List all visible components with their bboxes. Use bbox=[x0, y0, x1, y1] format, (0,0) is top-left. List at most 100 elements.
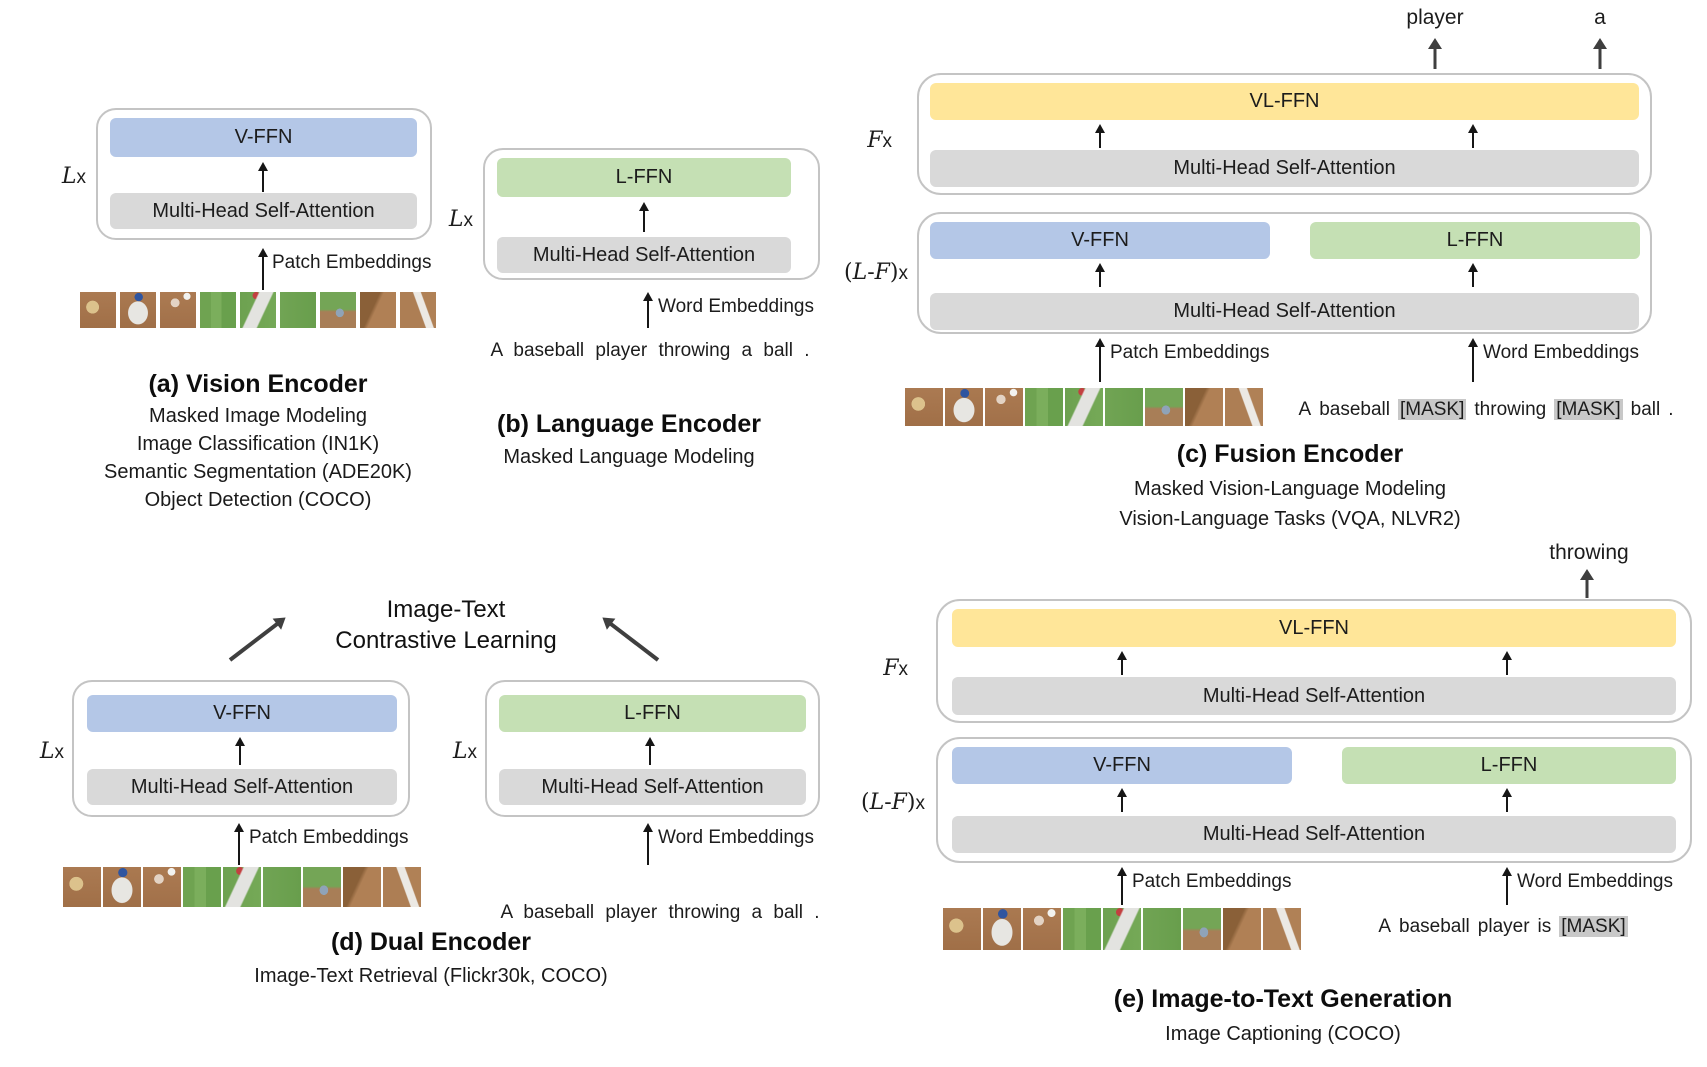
word-token: is bbox=[1537, 916, 1552, 937]
list-line: Image-Text Retrieval (Flickr30k, COCO) bbox=[254, 965, 608, 987]
image-patch bbox=[303, 867, 341, 907]
word-embeddings-label: Word Embeddings bbox=[658, 827, 814, 849]
layer-multiplier-lx: Lx bbox=[8, 738, 64, 764]
panel-c-caption: (c) Fusion Encoder bbox=[1090, 440, 1490, 469]
panel-d-caption-text: (d) Dual Encoder bbox=[330, 928, 531, 956]
mhsa-box: Multi-Head Self-Attention bbox=[952, 677, 1676, 715]
mhsa-label: Multi-Head Self-Attention bbox=[152, 199, 375, 222]
image-patch bbox=[80, 292, 116, 328]
l-ffn-label: L-FFN bbox=[615, 166, 673, 188]
image-patch bbox=[320, 292, 356, 328]
word-token: throwing bbox=[1474, 399, 1547, 420]
vl-ffn-box: VL-FFN bbox=[930, 83, 1639, 120]
word-embeddings-text: Word Embeddings bbox=[1483, 342, 1639, 363]
word-token: baseball bbox=[1399, 916, 1470, 937]
text-input-sentence: A baseball player throwing a ball . bbox=[500, 902, 820, 923]
panel-d-task-list: Image-Text Retrieval (Flickr30k, COCO) bbox=[181, 962, 681, 990]
multiplier-x: x bbox=[76, 167, 87, 188]
word-token: baseball bbox=[1319, 399, 1390, 420]
panel-a-caption: (a) Vision Encoder bbox=[58, 370, 458, 399]
image-patch bbox=[1103, 908, 1141, 950]
panel-d-caption: (d) Dual Encoder bbox=[231, 928, 631, 957]
image-patch bbox=[263, 867, 301, 907]
panel-e-caption-text: (e) Image-to-Text Generation bbox=[1113, 985, 1453, 1013]
image-patch bbox=[143, 867, 181, 907]
panel-b-caption: (b) Language Encoder bbox=[429, 410, 829, 439]
multiplier-paren: ) bbox=[906, 790, 916, 815]
multiplier-letter: F bbox=[883, 656, 899, 681]
image-patch bbox=[1105, 388, 1143, 426]
output-word-text: throwing bbox=[1549, 541, 1629, 564]
image-patch bbox=[1145, 388, 1183, 426]
panel-a-caption-text: (a) Vision Encoder bbox=[148, 370, 368, 398]
patch-embeddings-label: Patch Embeddings bbox=[272, 252, 432, 274]
layer-multiplier-l-minus-f-x: (L-F)x bbox=[825, 789, 925, 815]
panel-b-caption-text: (b) Language Encoder bbox=[497, 410, 761, 438]
v-ffn-label: V-FFN bbox=[213, 702, 271, 724]
word-embeddings-arrow-icon bbox=[1501, 867, 1513, 905]
word-embeddings-text: Word Embeddings bbox=[658, 827, 814, 848]
list-line: Contrastive Learning bbox=[335, 627, 557, 654]
word-embeddings-arrow-icon bbox=[1467, 338, 1479, 382]
word-embeddings-arrow-icon bbox=[642, 292, 654, 328]
multiplier-letter: L bbox=[852, 260, 868, 285]
list-line: Image-Text bbox=[386, 596, 506, 623]
image-patch bbox=[103, 867, 141, 907]
mhsa-box: Multi-Head Self-Attention bbox=[930, 150, 1639, 187]
layer-multiplier-fx: Fx bbox=[832, 127, 892, 153]
image-patch bbox=[1185, 388, 1223, 426]
multiplier-dash: - bbox=[867, 260, 875, 285]
output-word-player: player bbox=[1355, 6, 1515, 30]
image-patch bbox=[280, 292, 316, 328]
text-input: A baseball player throwing a ball . bbox=[470, 902, 850, 924]
mhsa-box: Multi-Head Self-Attention bbox=[499, 769, 806, 805]
mhsa-box: Multi-Head Self-Attention bbox=[930, 293, 1639, 330]
word-embeddings-text: Word Embeddings bbox=[1517, 871, 1673, 892]
image-patch bbox=[985, 388, 1023, 426]
l-ffn-label: L-FFN bbox=[1446, 229, 1504, 251]
output-word-text: a bbox=[1594, 6, 1606, 29]
image-patch bbox=[1143, 908, 1181, 950]
multiplier-letter: L bbox=[869, 790, 885, 815]
v-ffn-box: V-FFN bbox=[952, 747, 1292, 784]
output-arrow-throwing-icon bbox=[1579, 569, 1595, 598]
arrow-mhsa-to-vlffn-right-icon bbox=[1501, 651, 1513, 675]
image-patch bbox=[905, 388, 943, 426]
v-ffn-box: V-FFN bbox=[110, 118, 417, 157]
list-line: Image Classification (IN1K) bbox=[136, 433, 380, 455]
v-ffn-label: V-FFN bbox=[1071, 229, 1129, 251]
image-patch bbox=[983, 908, 1021, 950]
list-line: Masked Language Modeling bbox=[503, 446, 755, 468]
word-embeddings-label: Word Embeddings bbox=[658, 296, 814, 318]
output-word-a: a bbox=[1560, 6, 1640, 30]
layer-multiplier-lx: Lx bbox=[421, 738, 477, 764]
mhsa-label: Multi-Head Self-Attention bbox=[1173, 157, 1396, 179]
image-patch bbox=[240, 292, 276, 328]
multiplier-letter: L bbox=[39, 739, 55, 764]
multiplier-x: x bbox=[54, 742, 65, 763]
image-patch bbox=[360, 292, 396, 328]
arrow-mhsa-to-lffn-icon bbox=[644, 737, 656, 765]
mhsa-label: Multi-Head Self-Attention bbox=[541, 775, 764, 798]
patch-embeddings-label: Patch Embeddings bbox=[1110, 342, 1270, 364]
image-patch bbox=[943, 908, 981, 950]
mhsa-label: Multi-Head Self-Attention bbox=[1173, 300, 1396, 322]
v-ffn-box: V-FFN bbox=[930, 222, 1270, 259]
list-line: Image Captioning (COCO) bbox=[1165, 1023, 1401, 1045]
mhsa-label: Multi-Head Self-Attention bbox=[1202, 823, 1426, 845]
word-token: player bbox=[1477, 916, 1530, 937]
image-patch bbox=[383, 867, 421, 907]
image-patch bbox=[1263, 908, 1301, 950]
arrow-mhsa-to-vlffn-left-icon bbox=[1094, 124, 1106, 148]
image-patch bbox=[1225, 388, 1263, 426]
l-ffn-label: L-FFN bbox=[1480, 754, 1538, 776]
image-patch bbox=[1223, 908, 1261, 950]
l-ffn-box: L-FFN bbox=[1310, 222, 1640, 259]
multiplier-x: x bbox=[463, 210, 474, 231]
image-patch-strip bbox=[80, 292, 436, 328]
image-patch-strip bbox=[63, 867, 421, 907]
mask-token: [MASK] bbox=[1397, 399, 1467, 420]
list-line: Masked Vision-Language Modeling bbox=[1133, 478, 1447, 500]
output-word-text: player bbox=[1406, 6, 1464, 29]
